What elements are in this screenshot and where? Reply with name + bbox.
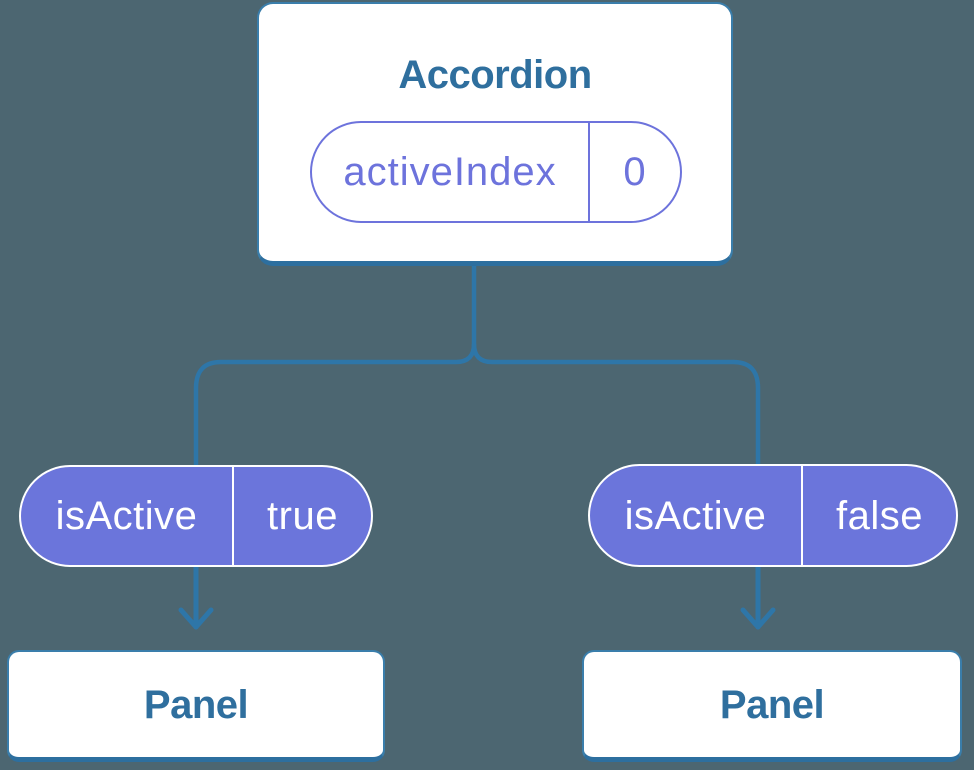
accordion-title: Accordion xyxy=(398,53,592,97)
branch-line-left xyxy=(193,260,477,468)
state-pill-value: 0 xyxy=(588,123,680,221)
arrow-down-icon xyxy=(740,563,776,630)
prop-pill-name: isActive xyxy=(624,493,767,538)
panel-title: Panel xyxy=(143,682,249,727)
prop-pill-value: false xyxy=(801,466,956,565)
prop-pill-name: isActive xyxy=(55,494,198,538)
state-pill-name: activeIndex xyxy=(343,150,557,194)
branch-line-right xyxy=(471,343,761,468)
arrow-down-icon xyxy=(178,563,214,630)
panel-card-left: Panel xyxy=(7,650,385,762)
prop-pill-value: true xyxy=(232,467,371,565)
state-pill: activeIndex 0 xyxy=(310,121,682,223)
prop-pill-is-active-false: isActive false xyxy=(588,464,958,567)
panel-card-right: Panel xyxy=(582,650,962,762)
accordion-card: Accordion activeIndex 0 xyxy=(257,2,733,266)
prop-pill-is-active-true: isActive true xyxy=(19,465,373,567)
panel-title: Panel xyxy=(719,682,825,727)
